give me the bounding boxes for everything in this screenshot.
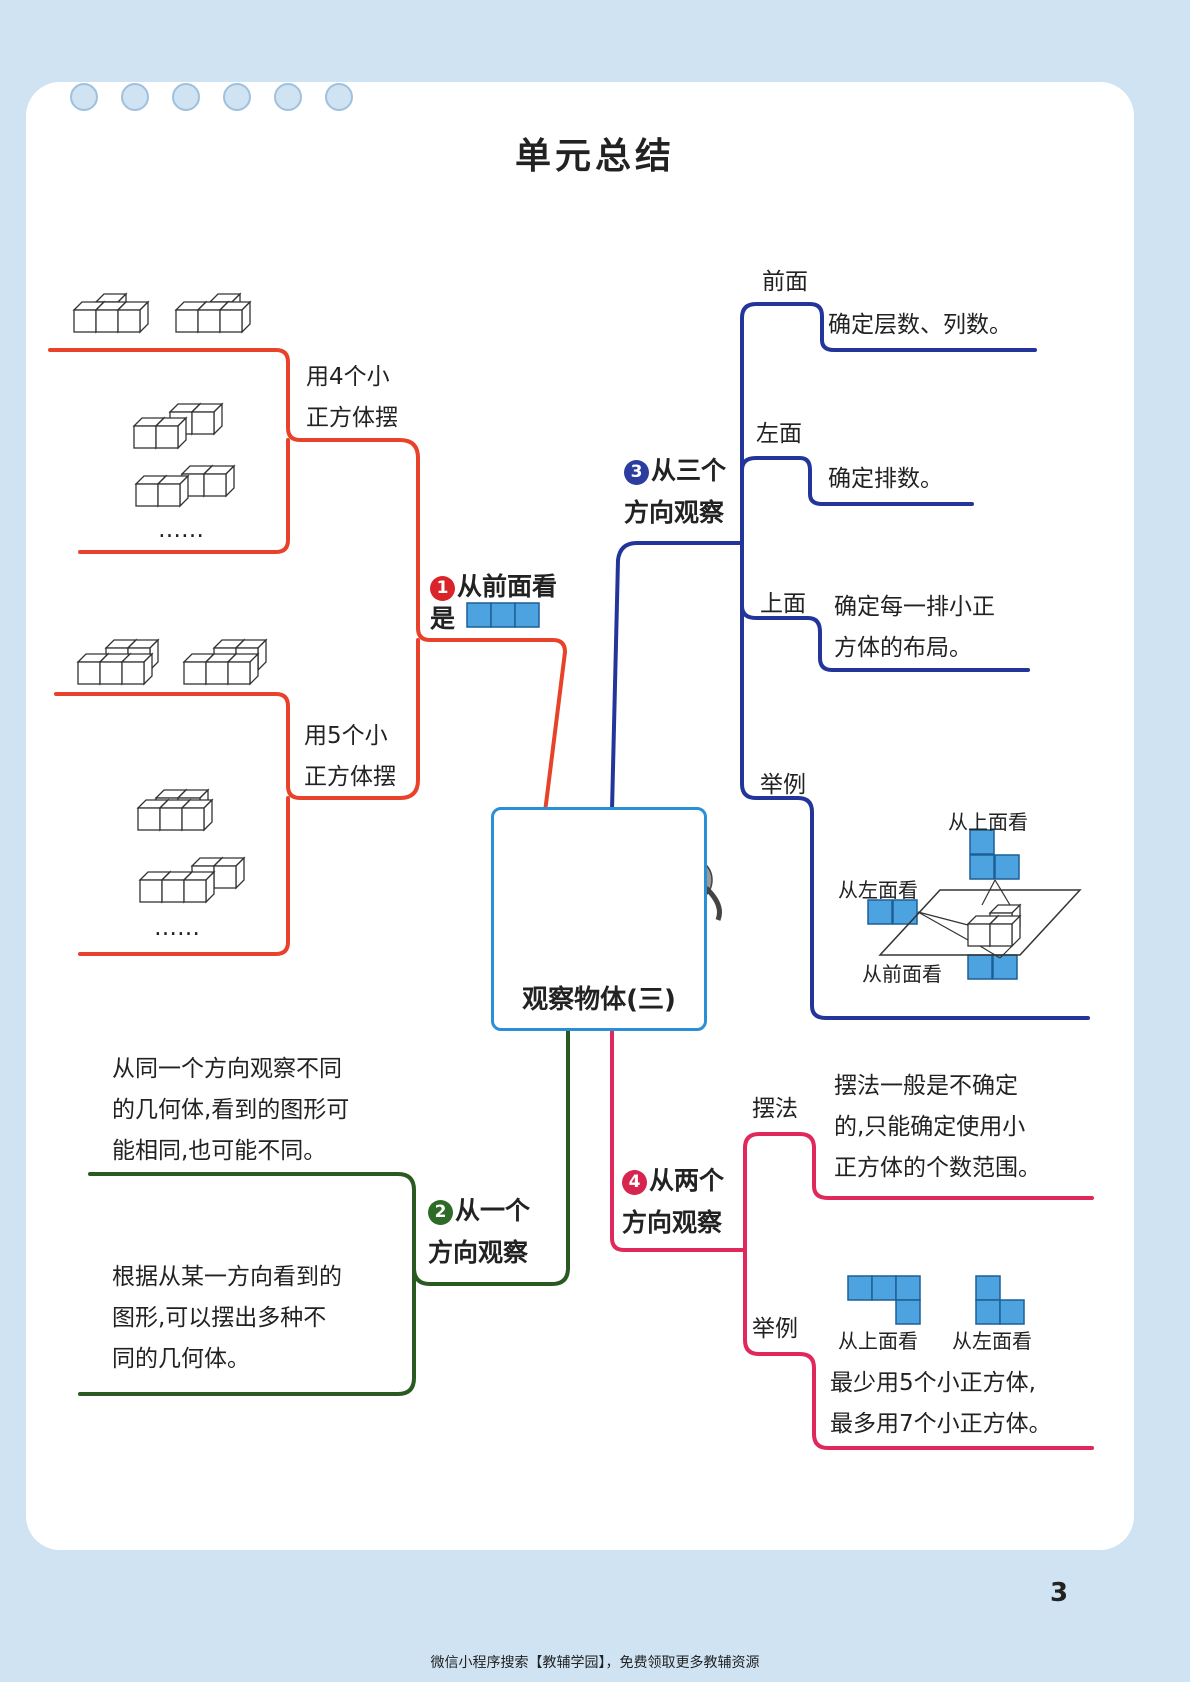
branch4-number: 4	[622, 1170, 647, 1195]
top-desc-line1: 确定每一排小正	[834, 594, 995, 620]
front-label: 前面	[762, 269, 808, 295]
branch4-label-line1: 从两个	[649, 1166, 725, 1195]
sub4-ellipsis: ……	[158, 517, 204, 543]
left-label: 左面	[756, 421, 802, 447]
cube-solid-5b	[183, 639, 267, 685]
method-desc-line1: 摆法一般是不确定	[834, 1073, 1018, 1099]
binder-ring	[223, 83, 251, 111]
binder-ring	[274, 83, 302, 111]
three-view-example	[867, 829, 1082, 980]
method-desc-line2: 的,只能确定使用小	[834, 1114, 1026, 1140]
example3-label: 举例	[760, 772, 806, 798]
center-label: 观察物体(三)	[522, 985, 676, 1015]
cube-solid-4a	[73, 293, 149, 333]
cube-solid-4d	[135, 465, 235, 507]
note1-line1: 从同一个方向观察不同	[112, 1056, 342, 1082]
note2-line2: 图形,可以摆出多种不	[112, 1305, 327, 1331]
sub4-label-line2: 正方体摆	[306, 405, 398, 431]
view-top-label: 从上面看	[948, 810, 1028, 834]
result-line2: 最多用7个小正方体。	[830, 1411, 1052, 1437]
view-front-label: 从前面看	[862, 962, 942, 986]
binder-ring	[325, 83, 353, 111]
binder-ring	[121, 83, 149, 111]
branch3-number: 3	[624, 460, 649, 485]
method-desc-line3: 正方体的个数范围。	[834, 1155, 1041, 1181]
note1-line3: 能相同,也可能不同。	[112, 1138, 327, 1164]
branch2-number: 2	[428, 1200, 453, 1225]
example4-label: 举例	[752, 1316, 798, 1342]
sub4-label-line1: 用4个小	[306, 364, 390, 390]
note1-line2: 的几何体,看到的图形可	[112, 1097, 350, 1123]
cube-solid-4b	[175, 293, 251, 333]
branch3-label-line2: 方向观察	[624, 498, 725, 527]
branch2-label-line2: 方向观察	[428, 1238, 529, 1267]
ex4-view-left-label: 从左面看	[952, 1329, 1032, 1353]
view-left-label: 从左面看	[838, 878, 918, 902]
cube-solid-5a	[77, 639, 159, 685]
branch4-lines	[610, 1028, 1094, 1450]
left-desc: 确定排数。	[828, 466, 943, 492]
binder-ring	[70, 83, 98, 111]
branch3-label-line1: 从三个	[651, 456, 727, 485]
sub5-label-line1: 用5个小	[304, 723, 388, 749]
branch2-lines	[78, 1028, 570, 1396]
cube-solid-4c	[133, 403, 223, 449]
binder-ring	[172, 83, 200, 111]
top-label: 上面	[760, 591, 806, 617]
cube-solid-5c	[137, 789, 213, 831]
branch3-lines	[610, 302, 1090, 1020]
branch1-number: 1	[430, 576, 455, 601]
sub5-ellipsis: ……	[154, 915, 200, 941]
center-node: 观察物体(三)	[491, 807, 707, 1031]
branch4-label-line2: 方向观察	[622, 1208, 723, 1237]
footer-text: 微信小程序搜索【教辅学园】，免费领取更多教辅资源	[430, 1655, 760, 1671]
note2-line3: 同的几何体。	[112, 1346, 250, 1372]
branch1-label-line2: 是	[430, 604, 456, 633]
method-label: 摆法	[752, 1096, 798, 1122]
page-title: 单元总结	[514, 136, 675, 177]
cube-solid-5d	[139, 857, 245, 903]
result-line1: 最少用5个小正方体,	[830, 1370, 1036, 1396]
top-desc-line2: 方体的布局。	[834, 635, 972, 661]
note2-line1: 根据从某一方向看到的	[112, 1264, 342, 1290]
two-view-example	[847, 1275, 1025, 1325]
sub5-label-line2: 正方体摆	[304, 764, 396, 790]
branch2-label-line1: 从一个	[455, 1196, 531, 1225]
branch1-lines	[48, 348, 568, 956]
branch1-label-line1: 从前面看	[457, 572, 558, 601]
ex4-view-top-label: 从上面看	[838, 1329, 918, 1353]
page-number: 3	[1050, 1578, 1069, 1608]
front-desc: 确定层数、列数。	[828, 312, 1012, 338]
